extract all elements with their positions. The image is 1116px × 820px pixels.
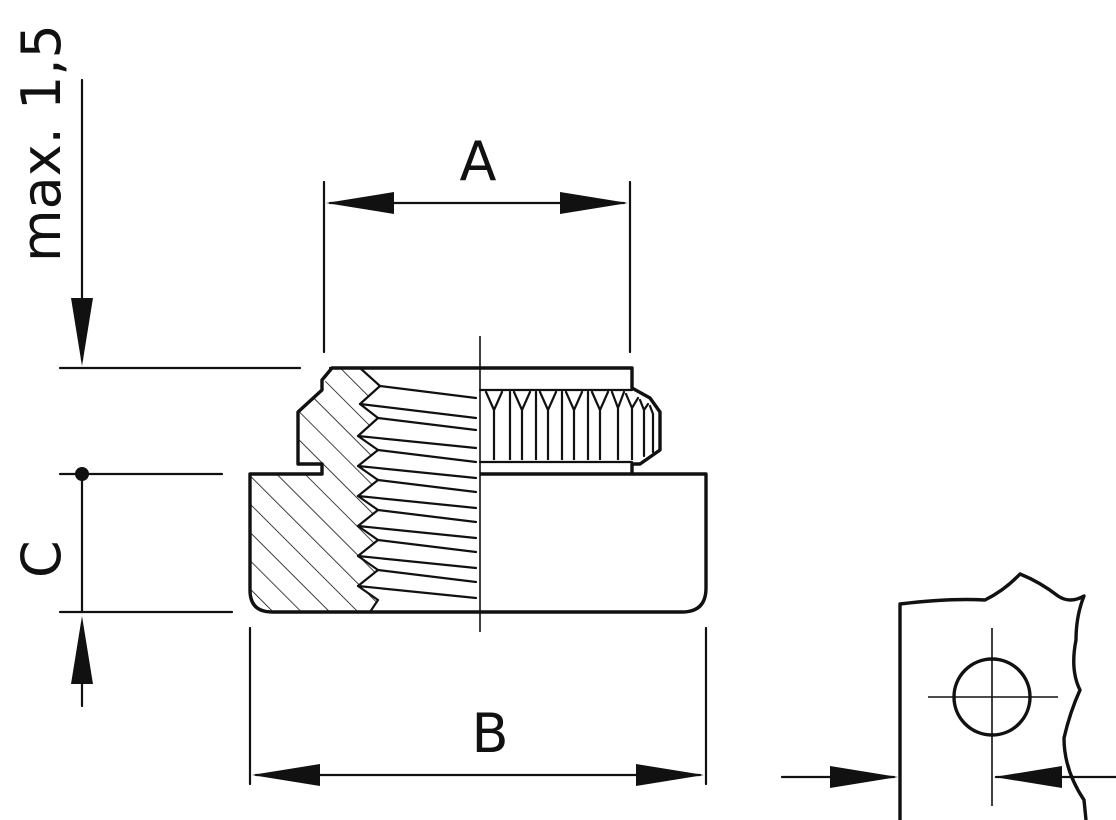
nut-view-right (478, 366, 708, 614)
c-arrow-up (71, 616, 93, 684)
a-arrow-right (560, 192, 628, 214)
thread-lines (356, 384, 478, 600)
sheet-outline (898, 572, 1088, 820)
dimension-b-group: B (248, 626, 708, 786)
vertical-dimension-group: max. 1,5 C (10, 24, 302, 708)
b-arrow-left (252, 764, 320, 786)
nut-outline-left (248, 366, 480, 614)
thread-profile (328, 366, 382, 614)
sheet-arrow-right (994, 766, 1062, 788)
knurled-head-outline (480, 366, 662, 476)
flange-outline-right (480, 472, 708, 614)
knurl-teeth (484, 390, 655, 460)
nut-section-left (248, 366, 480, 614)
a-arrow-left (326, 192, 394, 214)
sheet-arrow-left (830, 766, 898, 788)
b-arrow-right (636, 764, 704, 786)
hatched-material (250, 368, 380, 612)
c-label: C (10, 540, 73, 578)
max-arrow-down (71, 298, 93, 366)
b-label: B (471, 702, 508, 765)
sheet-detail (780, 572, 1116, 820)
dimension-a-group: A (322, 130, 632, 354)
max-label: max. 1,5 (10, 24, 73, 262)
a-label: A (460, 130, 497, 193)
